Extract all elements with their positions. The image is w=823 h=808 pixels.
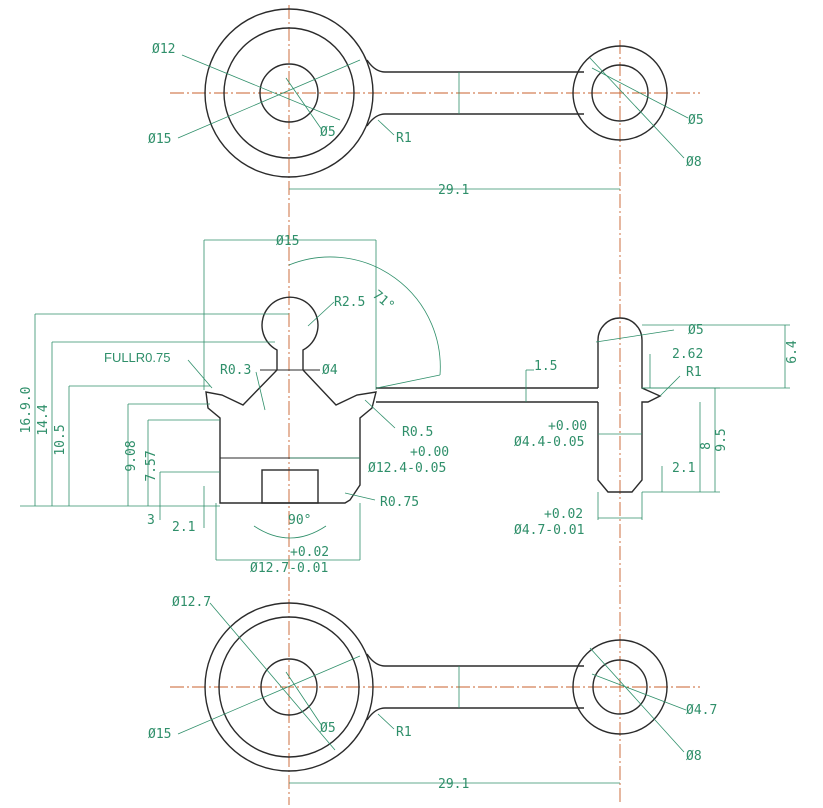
bottom-d5-leader [285,671,323,727]
bottom-r1-label: R1 [396,725,412,740]
top-arm [366,59,584,127]
bottom-small-ring [572,639,668,735]
sec-r2-5-leader [307,301,335,327]
bottom-d12-7-label: Ø12.7 [172,595,211,610]
sec-d5-label: Ø5 [688,323,704,338]
top-middle-ring [223,27,355,159]
sec-d4-label: Ø4 [322,363,338,378]
sec-full-r-leader [187,359,213,389]
bottom-small-hole [592,659,648,715]
sec-10-5-label: 10.5 [53,424,68,455]
sec-2-1-left-label: 2.1 [172,520,195,535]
sec-6-4-label: 6.4 [785,340,800,364]
top-d12-label: Ø12 [152,42,175,57]
sec-14-4-label: 14.4 [36,404,51,435]
sec-r0-75-leader [344,492,376,501]
top-r1-label: R1 [396,131,412,146]
sec-r0-3-label: R0.3 [220,363,251,378]
sec-9-5-label: 9.5 [714,428,729,451]
top-d5-label: Ø5 [320,125,336,140]
bottom-r1-leader [377,713,395,730]
bottom-d12-7-leader [209,602,336,751]
sec-r0-5-label: R0.5 [402,425,433,440]
sec-tol-b-label: +0.00 [548,419,587,434]
bottom-d8-leader [589,647,685,753]
top-view: Ø12 Ø15 Ø5 R1 Ø5 Ø8 29.1 [148,8,704,198]
top-dist-label: 29.1 [438,183,469,198]
sec-16-9-label: 16.9.0 [19,387,34,434]
top-d12-leader [181,54,341,121]
top-r1-leader [377,119,395,136]
sec-d4-4-label: Ø4.4-0.05 [514,435,584,450]
section-right-cylinder [597,317,662,493]
sec-full-r-label: FULLR0.75 [104,350,170,365]
sec-r1-label: R1 [686,365,702,380]
sec-d12-4-label: Ø12.4-0.05 [368,461,446,476]
sec-r0-3-leader [255,371,266,411]
sec-9-08-label: 9.08 [124,440,139,471]
bottom-inner-hole [260,658,318,716]
sec-tol-c-label: +0.02 [290,545,329,560]
sec-8-label: 8 [699,442,714,450]
top-d5-right-leader [591,67,689,119]
bottom-d4-7-leader [591,673,687,711]
sec-2-1-right-label: 2.1 [672,461,695,476]
sec-r0-5-leader [364,399,396,429]
bottom-outer-ring [204,602,374,772]
sec-tol-a-label: +0.00 [410,445,449,460]
sec-d5-leader [595,329,675,343]
section-hatched-body [205,296,377,504]
sec-r1-leader [659,375,681,397]
sec-d4-7-label: Ø4.7-0.01 [514,523,584,538]
section-base-slot [261,469,319,504]
sec-1-5-label: 1.5 [534,359,557,374]
top-d5-leader [285,77,323,131]
sec-7-57-label: 7.57 [144,450,159,481]
sec-angle71-arc [288,256,441,376]
sec-angle71-leg [376,374,441,389]
bottom-d8-label: Ø8 [686,749,702,764]
top-small-ring [572,45,668,141]
top-inner-hole [259,63,319,123]
bottom-dist-label: 29.1 [438,777,469,792]
top-small-hole [591,64,649,122]
sec-tol-d-label: +0.02 [544,507,583,522]
top-outer-ring [204,8,374,178]
bottom-d5-label: Ø5 [320,721,336,736]
sec-angle90-arc [253,525,327,539]
bottom-arm [366,653,584,721]
top-d5-right-label: Ø5 [688,113,704,128]
top-d15-leader [177,59,361,139]
sec-2-62-label: 2.62 [672,347,703,362]
bottom-view: Ø12.7 Ø15 Ø5 R1 Ø4.7 Ø8 29.1 [148,595,717,792]
section-view: Ø15 R2.5 71° Ø5 FULLR0.75 R0.3 Ø4 1.5 2.… [19,234,800,576]
sec-d15-label: Ø15 [276,234,299,249]
sec-r2-5-label: R2.5 [334,295,365,310]
bottom-d15-label: Ø15 [148,727,171,742]
bottom-d4-7-label: Ø4.7 [686,703,717,718]
sec-r0-75-label: R0.75 [380,495,419,510]
top-d15-label: Ø15 [148,132,171,147]
bottom-d15-leader [177,655,361,735]
top-d8-label: Ø8 [686,155,702,170]
bottom-middle-ring [218,616,360,758]
sec-d12-7-label: Ø12.7-0.01 [250,561,328,576]
top-d8-leader [589,57,685,159]
sec-angle90-label: 90° [288,513,311,528]
sec-angle71-label: 71° [369,288,397,315]
sec-3-label: 3 [147,513,155,528]
